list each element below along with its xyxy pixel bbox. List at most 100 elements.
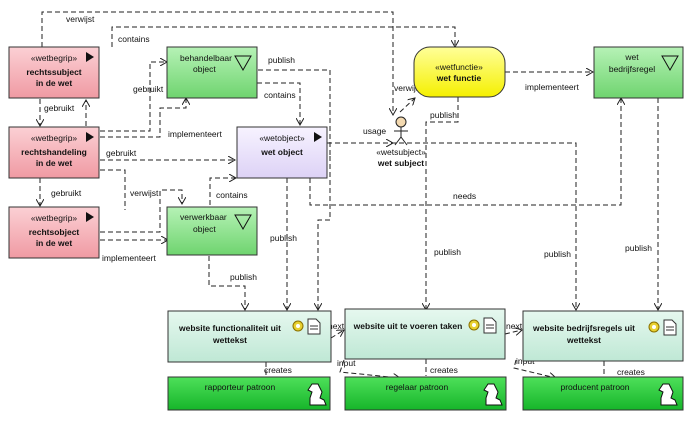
triangle-icon — [86, 52, 94, 62]
connectors — [40, 11, 658, 378]
connector-gebruikt-2 — [100, 62, 167, 132]
stereotype: «wetbegrip» — [31, 133, 78, 143]
node-verwerkbaar-object[interactable]: verwerkbaar object — [166, 206, 258, 256]
label-verwijst-func: verwijst — [394, 83, 423, 93]
document-icon — [663, 319, 677, 336]
node-wet-bedrijfsregel[interactable]: wet bedrijfsregel — [593, 46, 684, 99]
label-needs: needs — [453, 191, 476, 201]
label-contains-mid: contains — [264, 90, 296, 100]
node-rapporteur-patroon[interactable]: rapporteur patroon — [167, 376, 331, 411]
label-verwijst-top: verwijst — [66, 14, 95, 24]
chess-knight-icon — [658, 383, 678, 406]
label-publish-needs: publish — [544, 249, 571, 259]
node-label: behandelbaar — [180, 53, 232, 63]
node-label: website uit te voeren taken — [353, 321, 463, 331]
connector-verwijst-top — [41, 11, 393, 115]
label-creates-1: creates — [264, 365, 292, 375]
stereotype: «wetsubject» — [376, 147, 426, 157]
label-publish-beh: publish — [268, 55, 295, 65]
node-label: wettekst — [566, 335, 601, 345]
connector-gebruikt-4 — [100, 169, 126, 210]
chess-knight-icon — [483, 383, 503, 406]
label-publish-subj: publish — [434, 247, 461, 257]
connector-needs — [309, 98, 621, 206]
triangle-icon — [86, 132, 94, 142]
triangle-icon — [86, 212, 94, 222]
label-next-1: next — [328, 321, 345, 331]
connector-publish-beh — [258, 69, 331, 156]
node-label: website bedrijfsregels uit — [532, 323, 635, 333]
stereotype: «wetfunctie» — [435, 62, 483, 72]
label-next-2: next — [506, 321, 523, 331]
document-icon — [483, 317, 497, 334]
label-gebruikt-3: gebruikt — [106, 148, 137, 158]
node-behandelbaar-object[interactable]: behandelbaar object — [166, 46, 258, 99]
label-verwijst-low: verwijst — [130, 188, 159, 198]
connector-publish-beh-down — [318, 156, 331, 310]
node-label: wet object — [260, 147, 303, 157]
connector-contains-low — [209, 178, 236, 205]
node-label: in de wet — [36, 78, 73, 88]
node-wet-subject[interactable]: «wetsubject» wet subject — [376, 116, 426, 168]
label-implementeert-mid: implementeert — [168, 129, 222, 139]
node-rechtsobject[interactable]: «wetbegrip» rechtsobject in de wet — [8, 206, 100, 259]
label-implementeert-func: implementeert — [525, 82, 579, 92]
label-input-1: input — [337, 358, 356, 368]
connector-contains-top — [111, 26, 455, 47]
node-label: rechtssubject — [26, 67, 81, 77]
actor-icon — [394, 116, 408, 146]
stereotype: «wetobject» — [259, 133, 305, 143]
connector-input-1 — [339, 359, 400, 378]
stereotype: «wetbegrip» — [31, 213, 78, 223]
node-label: verwerkbaar — [180, 212, 227, 222]
down-triangle-icon — [661, 55, 679, 72]
connector-object-bedrijf — [327, 142, 576, 310]
node-label: bedrijfsregel — [609, 64, 655, 74]
node-website-bedrijfsregels[interactable]: website bedrijfsregels uit wettekst — [522, 310, 684, 362]
node-label: producent patroon — [561, 382, 630, 392]
node-label: in de wet — [36, 238, 73, 248]
node-rechtshandeling[interactable]: «wetbegrip» rechtshandeling in de wet — [8, 126, 100, 179]
stereotype: «wetbegrip» — [31, 53, 78, 63]
node-label: wettekst — [212, 335, 247, 345]
node-label: regelaar patroon — [386, 382, 449, 392]
gear-icon — [292, 320, 304, 332]
label-publish-func: publish — [430, 110, 457, 120]
gear-icon — [648, 321, 660, 333]
label-contains-low: contains — [216, 190, 248, 200]
label-publish-bedr: publish — [625, 243, 652, 253]
label-creates-3: creates — [617, 367, 645, 377]
gear-icon — [468, 319, 480, 331]
node-label: rechtshandeling — [21, 147, 87, 157]
node-wet-functie[interactable]: «wetfunctie» wet functie — [413, 46, 506, 98]
label-contains-top: contains — [118, 34, 150, 44]
node-label: object — [193, 224, 216, 234]
triangle-icon — [314, 132, 322, 142]
node-label: rapporteur patroon — [205, 382, 276, 392]
node-label: wet functie — [436, 73, 482, 83]
node-label: wet — [624, 52, 639, 62]
label-gebruikt-2: gebruikt — [133, 84, 164, 94]
label-publish-obj: publish — [270, 233, 297, 243]
connector-next-2 — [504, 330, 522, 334]
connector-contains-mid — [257, 82, 300, 125]
connector-publish-verw — [208, 256, 245, 310]
connector-publish-func — [426, 97, 459, 310]
chess-knight-icon — [307, 383, 327, 406]
node-wet-object[interactable]: «wetobject» wet object — [236, 126, 328, 179]
node-website-taken[interactable]: website uit te voeren taken — [344, 308, 506, 360]
node-label: object — [193, 64, 216, 74]
connector-implementeert-mid — [100, 98, 186, 138]
label-implementeert-low: implementeert — [102, 253, 156, 263]
down-triangle-icon — [234, 214, 252, 231]
node-producent-patroon[interactable]: producent patroon — [522, 376, 684, 411]
node-rechtssubject[interactable]: «wetbegrip» rechtssubject in de wet — [8, 46, 100, 99]
label-creates-2: creates — [430, 365, 458, 375]
connector-labels: verwijst contains publish verwijst imple… — [44, 14, 652, 377]
node-regelaar-patroon[interactable]: regelaar patroon — [344, 376, 507, 411]
connector-verwijst-low — [100, 189, 182, 233]
node-website-functionaliteit[interactable]: website functionaliteit uit wettekst — [167, 310, 332, 363]
node-label: in de wet — [36, 158, 73, 168]
label-usage: usage — [363, 126, 386, 136]
